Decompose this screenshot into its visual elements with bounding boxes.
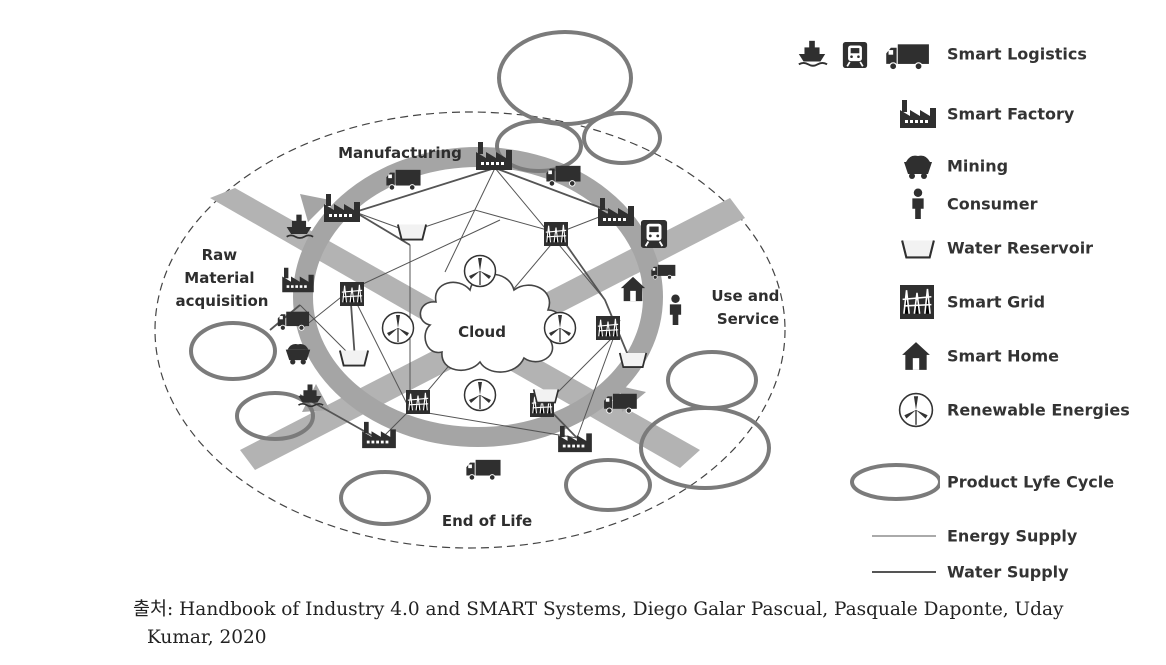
wind-turbine-icon	[543, 311, 577, 345]
caption-line-1: 출처: Handbook of Industry 4.0 and SMART S…	[133, 599, 1064, 620]
legend-label: Smart Grid	[947, 292, 1046, 312]
water-reservoir-icon	[338, 349, 370, 367]
smart-grid-icon	[340, 282, 364, 306]
ship-train-truck-icon	[797, 39, 930, 71]
product-life-cycle-rings	[189, 30, 771, 526]
thin-line-icon	[872, 535, 936, 537]
system-boundary	[154, 111, 786, 549]
stage-label-use-service: Use and Service	[711, 287, 784, 328]
source-caption: 출처: Handbook of Industry 4.0 and SMART S…	[133, 596, 1133, 652]
smart-grid-icon	[406, 390, 430, 414]
wind-turbine-icon	[463, 254, 497, 288]
cloud-label: Cloud	[458, 323, 506, 341]
legend: Smart Logistics Smart Factory Mining Con…	[790, 28, 1160, 588]
water-reservoir-icon	[618, 351, 648, 369]
truck-icon	[465, 459, 502, 481]
legend-label: Renewable Energies	[947, 400, 1130, 420]
legend-item-smart-grid: Smart Grid	[790, 282, 1160, 322]
legend-label: Smart Logistics	[947, 44, 1087, 64]
legend-item-smart-logistics: Smart Logistics	[790, 34, 1160, 74]
legend-label: Water Reservoir	[947, 238, 1094, 258]
wind-turbine-icon	[381, 311, 415, 345]
smart-grid-icon	[596, 316, 620, 340]
water-reservoir-icon	[532, 388, 560, 404]
truck-icon	[650, 264, 676, 280]
mining-cart-icon	[285, 344, 311, 365]
legend-label: Mining	[947, 156, 1009, 176]
factory-icon	[558, 425, 592, 453]
truck-icon	[277, 311, 310, 331]
stage-label-manufacturing: Manufacturing	[338, 144, 462, 162]
legend-item-product-life-cycle: Product Lyfe Cycle	[790, 462, 1160, 502]
smart-grid-icon	[544, 222, 568, 246]
legend-label: Smart Home	[947, 346, 1060, 366]
person-icon	[669, 294, 682, 325]
legend-label: Water Supply	[947, 562, 1069, 582]
legend-item-water-reservoir: Water Reservoir	[790, 228, 1160, 268]
wind-turbine-icon	[898, 392, 934, 428]
legend-item-renewable-energies: Renewable Energies	[790, 390, 1160, 430]
legend-label: Product Lyfe Cycle	[947, 472, 1115, 492]
legend-label: Energy Supply	[947, 526, 1078, 546]
smart-grid-icon	[900, 285, 934, 319]
water-reservoir-icon	[396, 223, 428, 241]
mining-cart-icon	[904, 155, 932, 179]
house-icon	[902, 342, 930, 370]
factory-icon	[900, 100, 936, 128]
stage-label-raw-material: Raw Material acquisition	[176, 246, 269, 310]
thick-line-icon	[872, 571, 936, 573]
ring-icon	[850, 463, 940, 501]
legend-label: Smart Factory	[947, 104, 1075, 124]
legend-item-smart-factory: Smart Factory	[790, 94, 1160, 134]
caption-line-2: Kumar, 2020	[147, 627, 267, 648]
train-icon	[640, 219, 668, 249]
industry-4-0-diagram: Cloud	[154, 30, 786, 549]
house-icon	[620, 276, 646, 302]
legend-item-consumer: Consumer	[790, 184, 1160, 224]
stage-label-end-of-life: End of Life	[442, 512, 532, 530]
legend-label: Consumer	[947, 194, 1038, 214]
legend-item-energy-supply: Energy Supply	[790, 516, 1160, 556]
legend-item-smart-home: Smart Home	[790, 336, 1160, 376]
truck-icon	[385, 169, 422, 191]
legend-item-mining: Mining	[790, 146, 1160, 186]
wind-turbine-icon	[463, 378, 497, 412]
legend-item-water-supply: Water Supply	[790, 552, 1160, 592]
water-reservoir-icon	[901, 239, 935, 259]
person-icon	[912, 188, 924, 220]
